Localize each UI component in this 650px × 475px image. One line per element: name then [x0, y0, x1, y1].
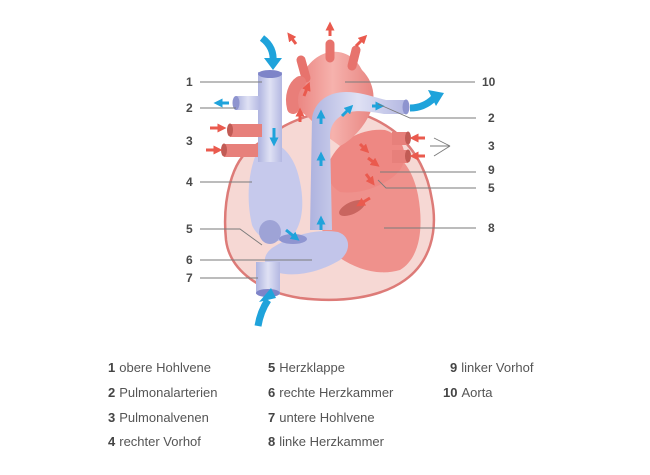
legend-label: linker Vorhof — [461, 360, 534, 375]
callout-9: 9 — [488, 163, 495, 177]
left-atrium — [327, 129, 405, 193]
legend-number: 4 — [108, 434, 116, 449]
legend-label: rechter Vorhof — [119, 434, 201, 449]
blue-flow-arrows — [213, 98, 385, 241]
legend-label: Aorta — [461, 385, 493, 400]
legend-label: Pulmonalvenen — [119, 410, 209, 425]
blood-flow-out-right-arrow — [409, 95, 437, 112]
callout-5-right: 5 — [488, 181, 495, 195]
heart-diagram: 1 2 3 4 5 6 7 10 2 3 9 5 8 — [186, 21, 496, 327]
legend-label: obere Hohlvene — [119, 360, 212, 375]
legend-number: 9 — [450, 360, 458, 375]
callout-10: 10 — [482, 75, 496, 89]
pulmonary-vein-right-2 — [392, 150, 408, 163]
legend-number: 10 — [443, 385, 458, 400]
red-flow-arrows — [206, 21, 425, 207]
pulmonary-vein-left-1 — [230, 124, 262, 137]
callout-6: 6 — [186, 253, 193, 267]
legend-number: 8 — [268, 434, 276, 449]
legend-label: untere Hohlvene — [279, 410, 375, 425]
callout-2-right: 2 — [488, 111, 495, 125]
legend-label: Herzklappe — [279, 360, 345, 375]
callout-2-left: 2 — [186, 101, 193, 115]
legend-number: 7 — [268, 410, 276, 425]
legend-label: Pulmonalarterien — [119, 385, 218, 400]
callout-3-right: 3 — [488, 139, 495, 153]
legend-number: 5 — [268, 360, 276, 375]
legend-number: 3 — [108, 410, 116, 425]
blood-flow-in-bottom-arrow — [254, 298, 271, 327]
callout-1: 1 — [186, 75, 193, 89]
callout-4: 4 — [186, 175, 193, 189]
superior-vena-cava — [258, 72, 282, 162]
inferior-vena-cava — [256, 262, 280, 294]
legend-label: rechte Herzkammer — [279, 385, 394, 400]
callout-7: 7 — [186, 271, 193, 285]
legend-number: 2 — [108, 385, 116, 400]
callout-5-left: 5 — [186, 222, 193, 236]
pulmonary-vein-right-1 — [392, 132, 408, 145]
callout-3-left: 3 — [186, 134, 193, 148]
callout-8: 8 — [488, 221, 495, 235]
legend-number: 1 — [108, 360, 116, 375]
legend-number: 6 — [268, 385, 276, 400]
legend-label: linke Herzkammer — [279, 434, 384, 449]
right-atrium — [248, 142, 303, 242]
pulmonary-vein-left-2 — [224, 144, 258, 157]
leader-lines — [200, 81, 476, 279]
right-atrium-opening — [259, 220, 281, 244]
pulmonary-artery-left — [236, 96, 260, 110]
